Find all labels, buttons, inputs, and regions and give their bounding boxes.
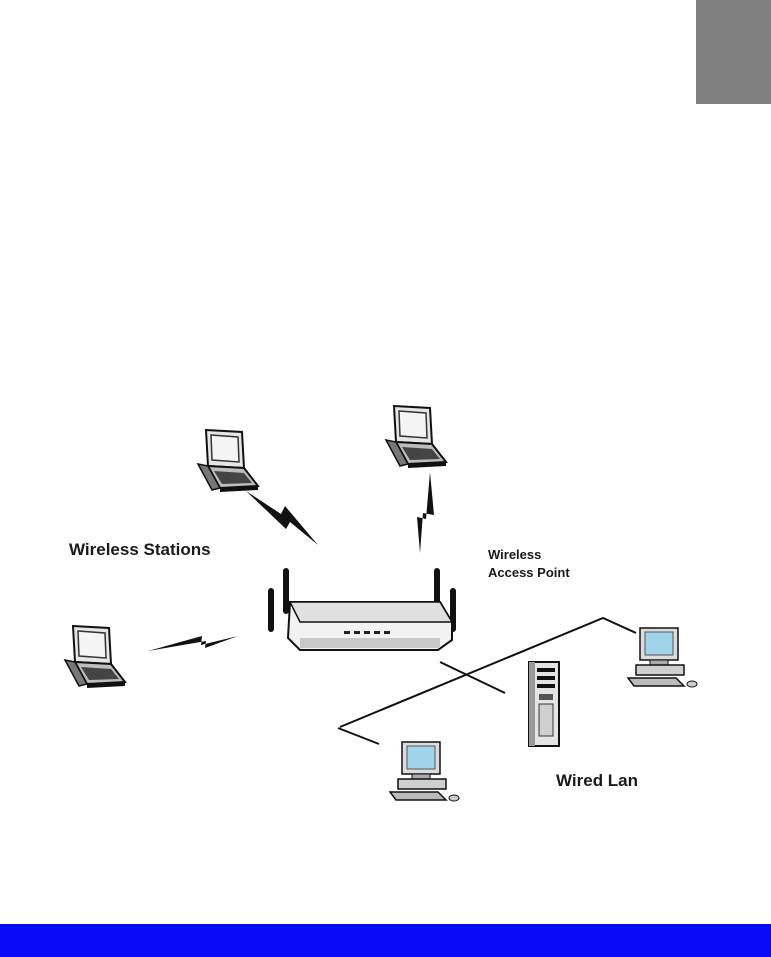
laptop-icon xyxy=(198,430,258,492)
wireless-stations-label: Wireless Stations xyxy=(69,540,211,560)
server-tower-icon xyxy=(529,662,559,746)
access-point-label-line2: Access Point xyxy=(488,564,570,582)
desktop-computer-icon xyxy=(390,742,459,801)
access-point-label: Wireless Access Point xyxy=(488,546,570,582)
footer-bar xyxy=(0,924,771,957)
wired-lan-label: Wired Lan xyxy=(556,771,638,791)
access-point-icon xyxy=(268,568,456,650)
desktop-computer-icon xyxy=(628,628,697,687)
laptop-icon xyxy=(65,626,125,688)
laptop-icon xyxy=(386,406,446,468)
access-point-label-line1: Wireless xyxy=(488,546,570,564)
